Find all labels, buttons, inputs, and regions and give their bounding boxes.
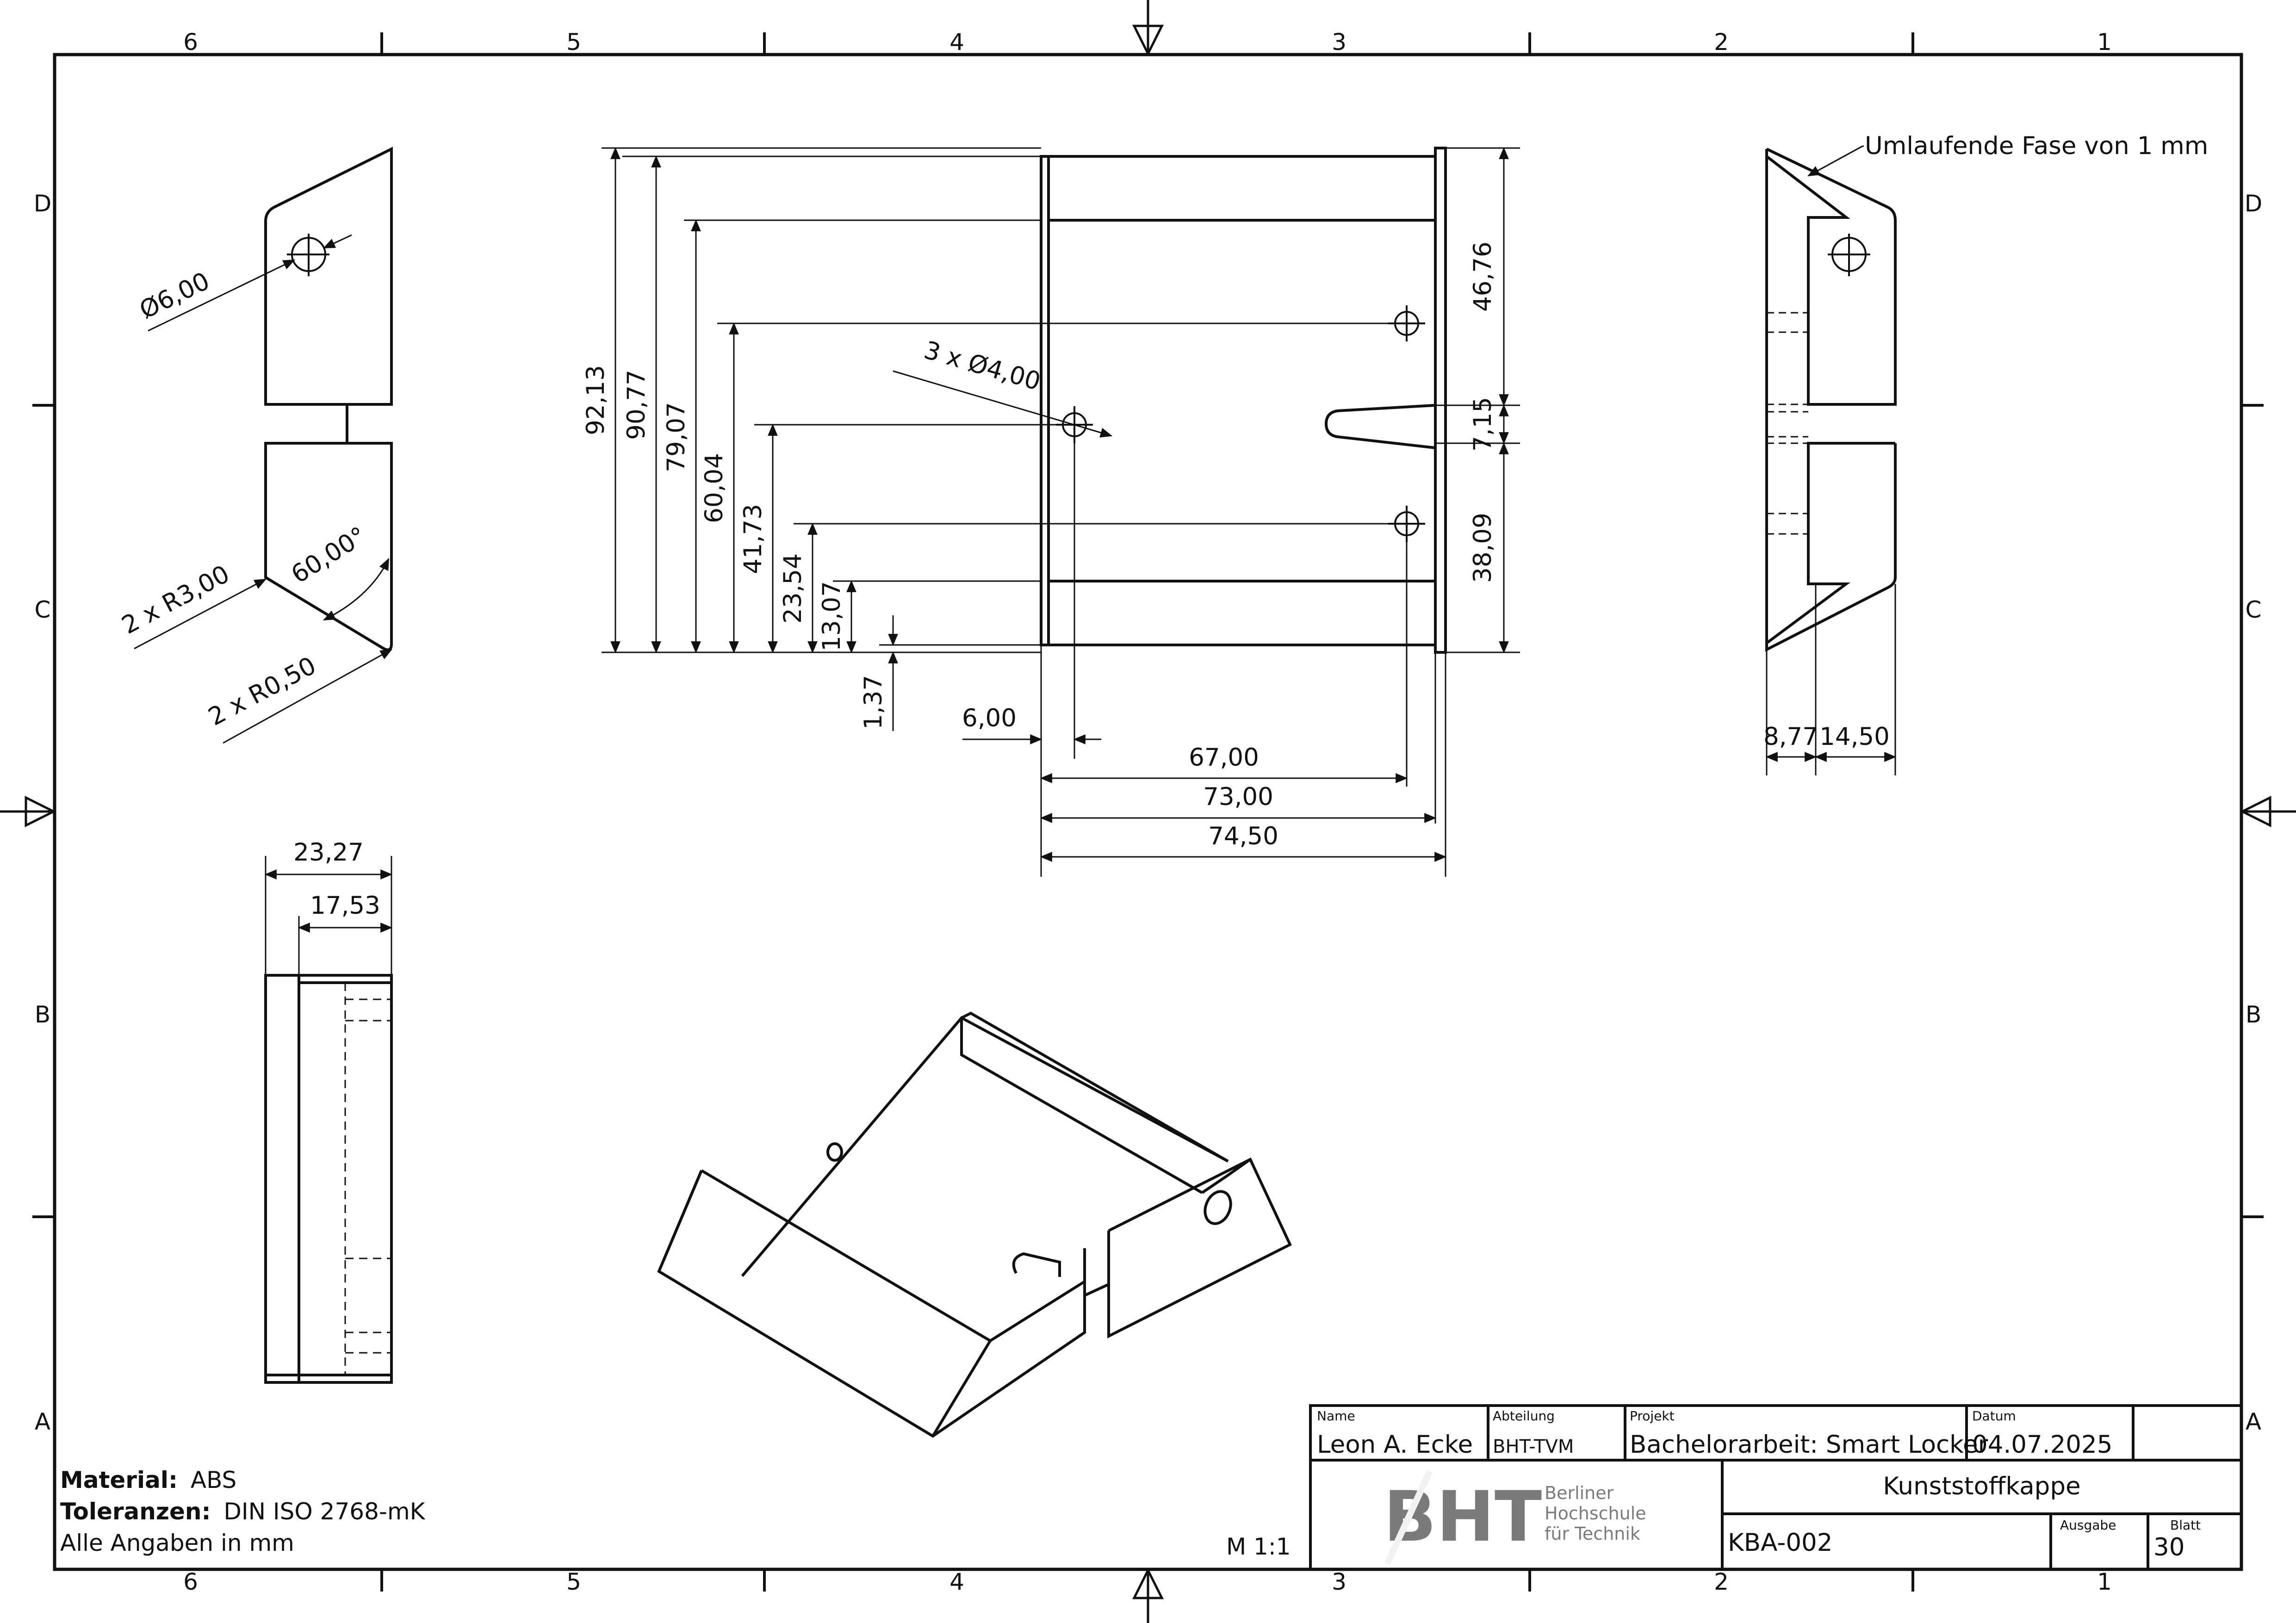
zone-top-5: 5	[566, 29, 581, 56]
right-view-annotation-lines	[1765, 145, 1897, 775]
zone-bottom-3: 3	[1332, 1568, 1347, 1595]
right-view-hidden-lines	[1767, 312, 1808, 535]
tolerance-label: Toleranzen:	[60, 1498, 211, 1525]
material-value: ABS	[191, 1467, 236, 1493]
front-view: 92,13 90,77 79,07 60,04 41,73 23,54 13,0…	[582, 147, 1520, 877]
zone-left-A: A	[35, 1408, 50, 1435]
dim-67-00: 67,00	[1189, 743, 1259, 772]
front-view-outline	[1040, 147, 1447, 654]
dim-d6-00: Ø6,00	[135, 267, 214, 325]
zone-left-C: C	[35, 596, 51, 623]
zone-top-6: 6	[183, 29, 198, 56]
zone-right-B: B	[2246, 1001, 2261, 1028]
project-label: Projekt	[1630, 1408, 1675, 1424]
title-block: Name Leon A. Ecke Abteilung BHT-TVM Proj…	[1309, 1404, 2243, 1571]
zone-bottom-5: 5	[566, 1568, 581, 1595]
bottom-view-outline	[264, 974, 393, 1384]
dim-2xr0-50: 2 x R0,50	[204, 651, 321, 731]
isometric-view	[657, 1011, 1292, 1438]
zone-top-3: 3	[1332, 29, 1347, 56]
issue-label: Ausgabe	[2060, 1518, 2116, 1533]
zone-right-D: D	[2245, 190, 2263, 217]
bottom-view: 23,27 17,53	[264, 838, 393, 1384]
dim-74-50: 74,50	[1208, 822, 1278, 850]
logo-line-2: Hochschule	[1545, 1503, 1646, 1524]
zone-bottom-2: 2	[1714, 1568, 1729, 1595]
date-label: Datum	[1972, 1408, 2016, 1424]
logo-line-1: Berliner	[1545, 1483, 1614, 1503]
dim-14-50: 14,50	[1819, 723, 1890, 751]
name-value: Leon A. Ecke	[1317, 1431, 1473, 1459]
hole-callout-leader	[893, 370, 1113, 438]
dim-60-04: 60,04	[700, 453, 728, 523]
dim-46-76: 46,76	[1469, 242, 1497, 312]
dim-1-37: 1,37	[859, 675, 887, 730]
dim-90-77: 90,77	[622, 370, 651, 440]
right-view-outline	[1765, 148, 1897, 652]
dim-angle-60: 60,00°	[286, 521, 371, 589]
right-side-view: Umlaufende Fase von 1 mm 8,77 14,50	[1763, 132, 2208, 775]
dim-79-07: 79,07	[662, 402, 690, 472]
drawing-number: KBA-002	[1728, 1529, 1833, 1557]
bottom-view-dimension-lines	[264, 856, 393, 975]
dim-6-00: 6,00	[962, 704, 1017, 732]
scale-note: M 1:1	[1226, 1533, 1291, 1560]
svg-text:Material: ABS: Material: ABS	[60, 1467, 236, 1493]
dim-2xr3-00: 2 x R3,00	[117, 560, 234, 640]
tolerance-value: DIN ISO 2768-mK	[223, 1498, 425, 1525]
general-notes: Material: ABS Toleranzen: DIN ISO 2768-m…	[60, 1467, 1291, 1560]
bht-logo: BHT Berliner Hochschule für Technik	[1384, 1470, 1646, 1565]
dim-23-54: 23,54	[779, 553, 807, 624]
department-label: Abteilung	[1493, 1408, 1555, 1424]
zone-labels: 6 5 4 3 2 1 6 5 4 3 2 1 D C B A D C B A	[34, 29, 2263, 1595]
dim-7-15: 7,15	[1469, 397, 1497, 452]
zone-top-4: 4	[949, 29, 964, 56]
left-side-view: Ø6,00 60,00° 2 x R3,00 2 x R0,50	[117, 147, 393, 744]
zone-left-B: B	[35, 1001, 50, 1028]
department-value: BHT-TVM	[1493, 1436, 1574, 1457]
svg-text:Toleranzen: DIN ISO 2768: Toleranzen: DIN ISO 2768-mK	[60, 1498, 426, 1525]
dim-8-77: 8,77	[1763, 723, 1818, 751]
zone-top-1: 1	[2097, 29, 2112, 56]
zone-top-2: 2	[1714, 29, 1729, 56]
units-note: Alle Angaben in mm	[60, 1530, 294, 1556]
sheet-number: 30	[2153, 1533, 2184, 1561]
dim-23-27: 23,27	[293, 838, 364, 867]
front-view-holes	[1056, 305, 1425, 542]
dim-17-53: 17,53	[310, 892, 380, 920]
front-right-dimension-lines	[1435, 147, 1520, 654]
sheet-label: Blatt	[2170, 1518, 2201, 1533]
dim-92-13: 92,13	[582, 365, 610, 435]
dim-13-07: 13,07	[818, 581, 846, 651]
zone-bottom-6: 6	[183, 1568, 198, 1595]
dim-73-00: 73,00	[1203, 783, 1273, 811]
zone-bottom-1: 1	[2097, 1568, 2112, 1595]
project-value: Bachelorarbeit: Smart Locker	[1630, 1431, 1988, 1459]
dim-38-09: 38,09	[1469, 513, 1497, 583]
zone-left-D: D	[34, 190, 52, 217]
left-view-annotation-lines	[134, 234, 392, 744]
hole-callout-3xd4: 3 x Ø4,00	[921, 336, 1043, 396]
chamfer-note: Umlaufende Fase von 1 mm	[1865, 132, 2208, 160]
zone-bottom-4: 4	[949, 1568, 964, 1595]
zone-right-A: A	[2246, 1408, 2261, 1435]
name-label: Name	[1317, 1408, 1355, 1424]
left-view-outline	[264, 147, 393, 651]
part-title: Kunststoffkappe	[1883, 1472, 2080, 1500]
logo-line-3: für Technik	[1545, 1524, 1640, 1544]
front-bottom-dimension-lines	[962, 443, 1447, 877]
bottom-view-hidden-lines	[344, 983, 391, 1375]
dim-41-73: 41,73	[739, 504, 767, 574]
front-left-dimension-lines	[602, 147, 1388, 731]
zone-right-C: C	[2246, 596, 2262, 623]
date-value: 04.07.2025	[1972, 1431, 2112, 1459]
material-label: Material:	[60, 1467, 178, 1493]
